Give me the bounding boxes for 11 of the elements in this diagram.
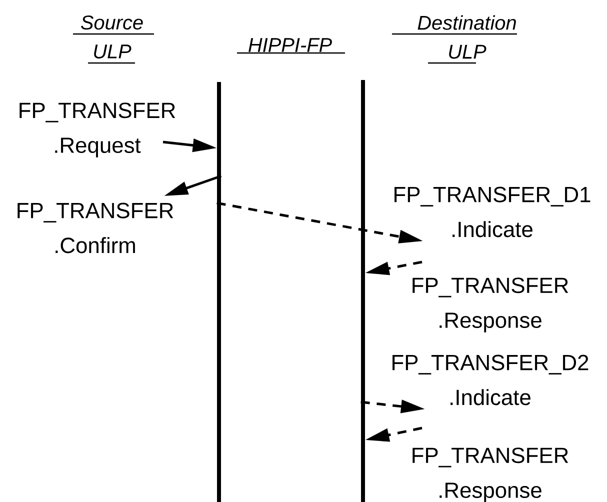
primitive-label: FP_TRANSFER .Request — [20, 102, 176, 158]
column-heading: HIPPI-FP — [237, 38, 345, 54]
lifeline-bar — [217, 82, 221, 502]
lifeline-bar — [361, 80, 365, 502]
primitive-label: FP_TRANSFER_D1 .Indicate — [394, 186, 590, 238]
column-heading: Destination ULP — [392, 15, 517, 64]
primitive-label: FP_TRANSFER .Response — [412, 448, 568, 502]
primitive-label: FP_TRANSFER .Confirm — [18, 202, 174, 254]
primitive-label: FP_TRANSFER_D2 .Indicate — [392, 354, 588, 406]
primitive-label: FP_TRANSFER .Response — [412, 278, 568, 332]
column-heading: Source ULP — [73, 16, 154, 64]
